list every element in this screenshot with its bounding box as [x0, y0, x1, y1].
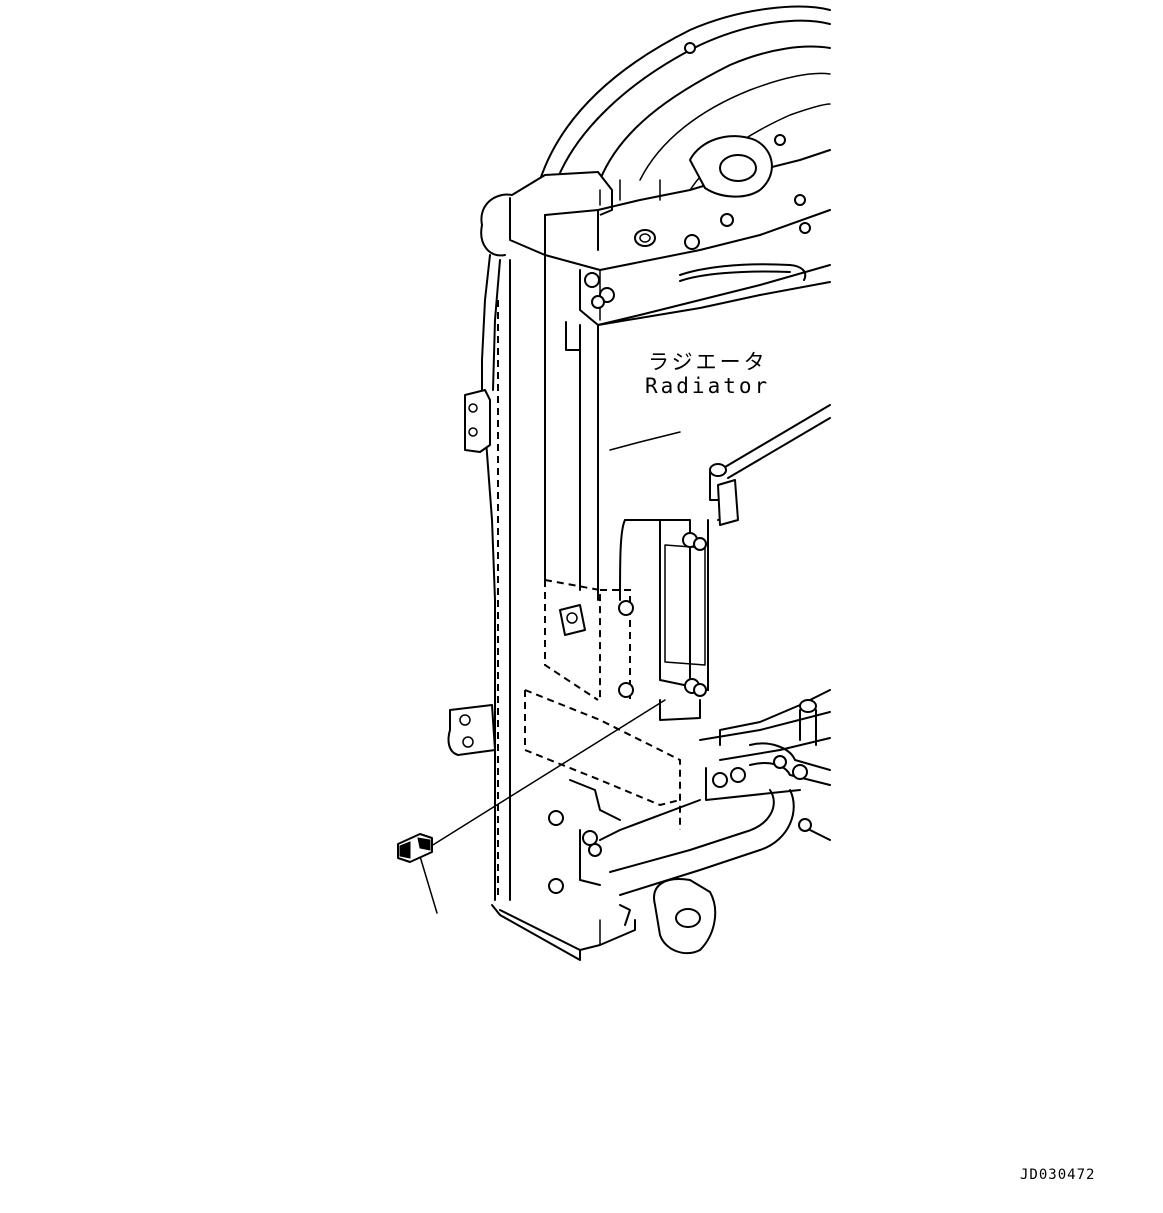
upper-tank: [480, 134, 831, 326]
side-hose: [447, 254, 501, 901]
component-label-english: Radiator: [645, 374, 771, 398]
reference-line: [418, 852, 438, 914]
radiator-core: [491, 254, 831, 961]
component-label-japanese: ラジエータ: [648, 350, 768, 374]
shroud-upper: [539, 5, 831, 191]
lower-pipework: [609, 689, 831, 955]
oil-cooler: [619, 519, 709, 697]
leader-line: [427, 699, 666, 849]
mount-bracket: [524, 579, 701, 894]
drawing-number: JD030472: [1020, 1167, 1096, 1183]
sensor-connector-icon: [397, 833, 433, 863]
sensor-callout: [397, 699, 666, 914]
